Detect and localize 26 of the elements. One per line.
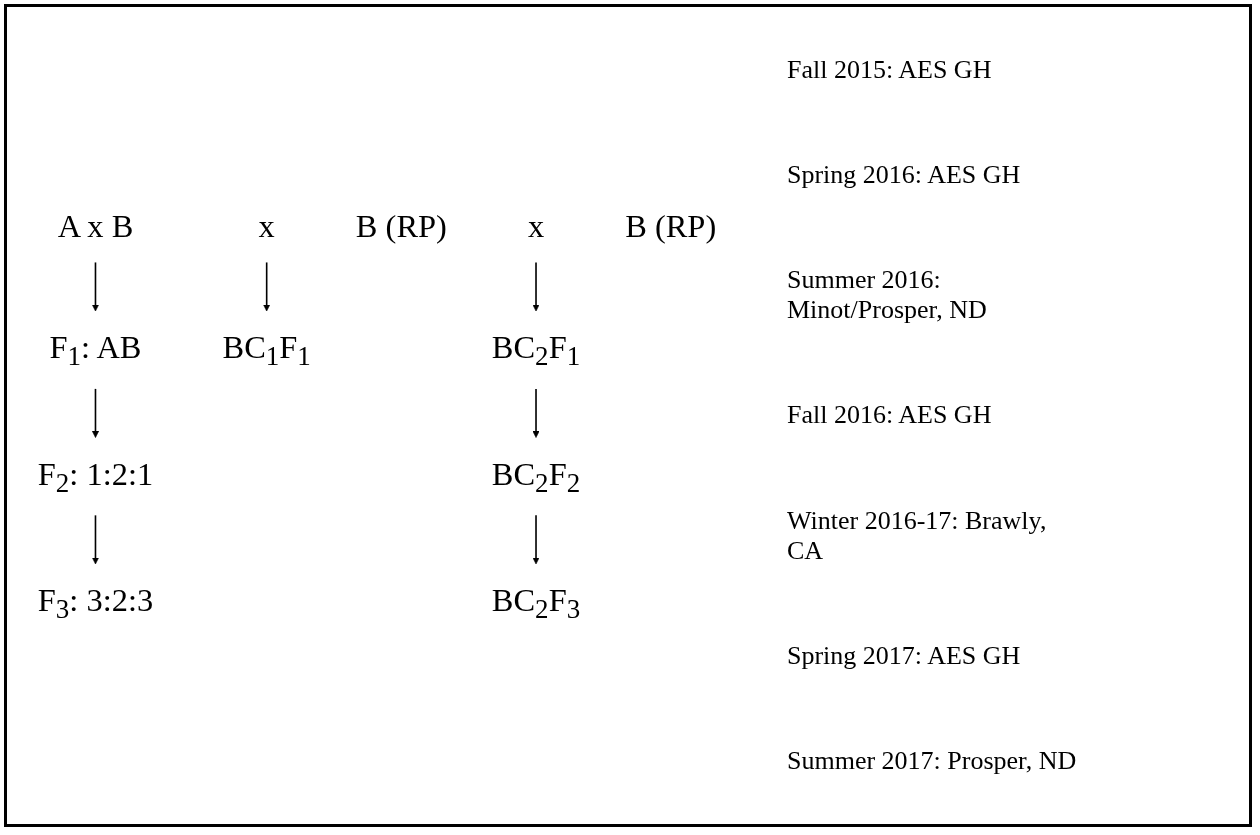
arrow [532,387,540,438]
arrow [263,261,271,312]
timeline-note: Fall 2015: AES GH [787,54,993,85]
node-text: F$_{3}$: 3:2:3 [37,581,154,624]
node-text: BC$_{2}$F$_{1}$ [491,328,581,371]
node-text: BC$_{1}$F$_{1}$ [222,328,311,371]
node-text: BC$_{2}$F$_{3}$ [491,581,581,624]
timeline-note: Summer 2016: Minot/Prosper, ND [787,265,988,326]
timeline-note: Fall 2016: AES GH [787,400,993,431]
timeline-note: Spring 2016: AES GH [787,159,1022,190]
node-text: BC$_{2}$F$_{2}$ [491,455,581,498]
node-text: B (RP) [625,207,717,244]
timeline-note: Spring 2017: AES GH [787,641,1022,672]
node-text: B (RP) [355,207,447,244]
node-text: x [258,207,275,244]
node-text: F$_{1}$: AB [49,328,142,371]
arrow [91,261,100,312]
node-text: x [527,207,545,244]
node-text: A x B [57,207,134,244]
arrow [91,387,100,438]
node-text: F$_{2}$: 1:2:1 [37,455,154,498]
arrow [532,514,540,565]
arrow [91,514,100,565]
timeline-note: Summer 2017: Prosper, ND [787,746,1078,777]
arrow [532,261,540,312]
timeline-note: Winter 2016-17: Brawly, CA [787,505,1048,566]
